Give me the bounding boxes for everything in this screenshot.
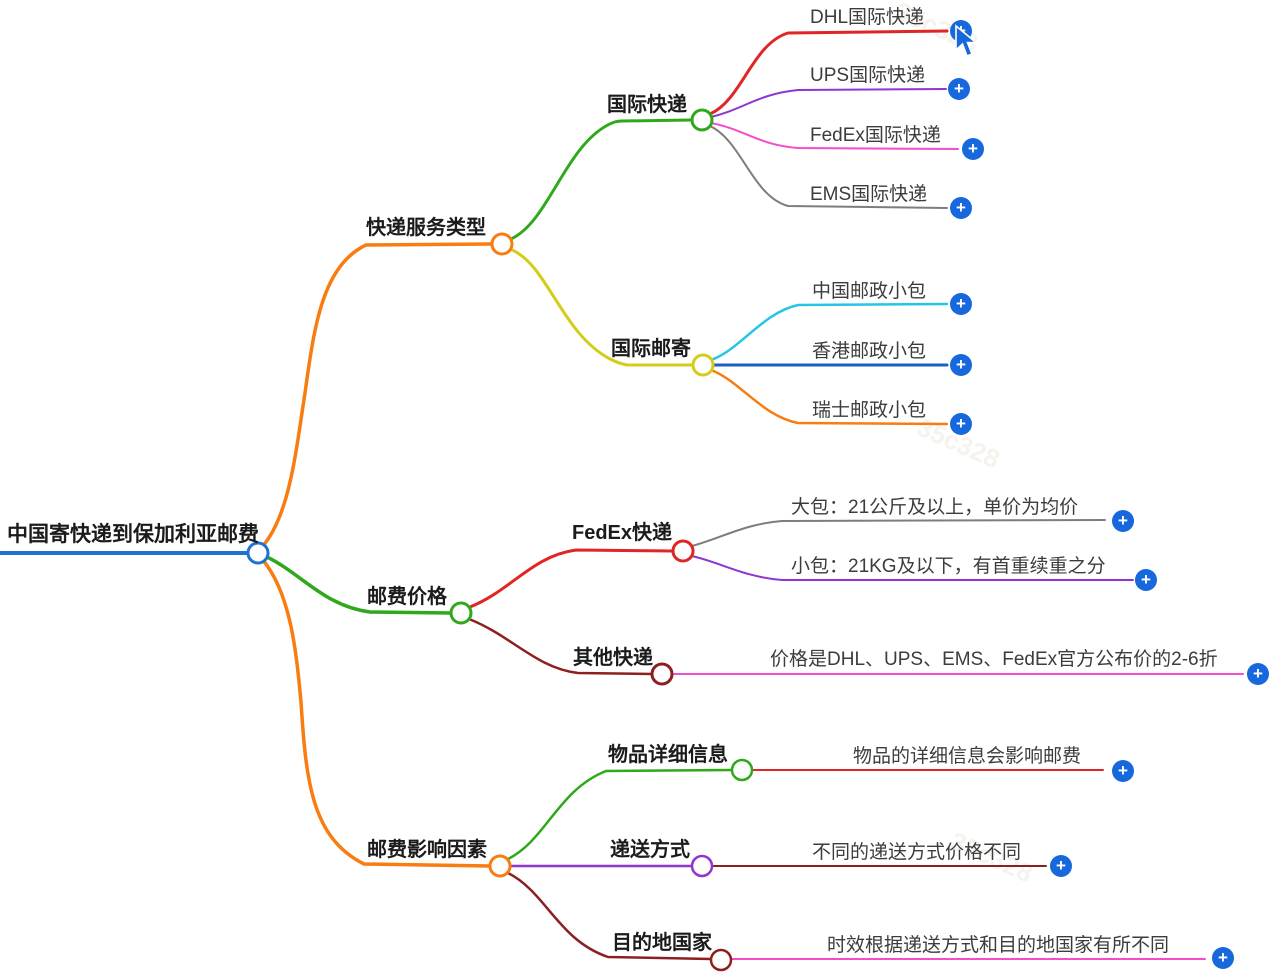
edge-to-small-package [691,555,1134,581]
leaf-hongkong-post-packet[interactable]: 香港邮政小包 [812,341,927,362]
plus-icon: + [956,294,966,313]
node-delivery-method[interactable]: 递送方式 [610,839,690,861]
plus-icon: + [1253,664,1263,683]
edge-to-fedex-express [468,548,675,609]
edge-to-ems [709,125,948,209]
leaf-other-express-discount[interactable]: 价格是DHL、UPS、EMS、FedEx官方公布价的2-6折 [770,649,1218,670]
edge-to-other-express [467,617,654,676]
edge-to-china-post [709,302,949,362]
add-child-button-fedex-intl[interactable]: + [962,138,984,160]
node-dot-fedex-express[interactable] [671,539,695,563]
edge-to-dhl [708,29,949,116]
edge-root-to-factors [260,557,492,868]
node-dot-item-details[interactable] [730,758,754,782]
edge-to-destination [506,871,713,961]
leaf-dhl-intl-express[interactable]: DHL国际快递 [810,7,925,28]
add-child-button-other-express[interactable]: + [1247,663,1269,685]
add-child-button-big-package[interactable]: + [1112,510,1134,532]
plus-icon: + [1141,570,1151,589]
node-dot-intl-mail[interactable] [691,353,715,377]
node-dot-price[interactable] [449,601,473,625]
edge-to-intl-mail [508,247,695,367]
edge-root-to-price [265,555,453,615]
branch-postage-price[interactable]: 邮费价格 [367,586,447,608]
leaf-china-post-packet[interactable]: 中国邮政小包 [812,281,927,302]
mouse-cursor-icon [955,24,979,58]
leaf-ups-intl-express[interactable]: UPS国际快递 [810,65,926,86]
root-node-label[interactable]: 中国寄快递到保加利亚邮费 [7,523,259,546]
plus-icon: + [956,198,966,217]
edge-to-ups [710,88,947,118]
edge-root-to-express-types [260,242,494,549]
leaf-big-package-rule[interactable]: 大包：21公斤及以上，单价为均价 [791,497,1079,518]
node-dot-express-types[interactable] [490,232,514,256]
leaf-small-package-rule[interactable]: 小包：21KG及以下，有首重续重之分 [791,556,1106,577]
add-child-button-delivery-method[interactable]: + [1050,855,1072,877]
leaf-item-details-info[interactable]: 物品的详细信息会影响邮费 [853,746,1082,767]
add-child-button-hk-post[interactable]: + [950,354,972,376]
leaf-destination-time[interactable]: 时效根据递送方式和目的地国家有所不同 [827,935,1170,956]
node-other-express[interactable]: 其他快递 [573,647,653,669]
plus-icon: + [954,79,964,98]
node-intl-express[interactable]: 国际快递 [607,94,687,116]
add-child-button-swiss-post[interactable]: + [950,413,972,435]
node-intl-mail[interactable]: 国际邮寄 [611,338,691,360]
leaf-ems-intl-express[interactable]: EMS国际快递 [810,184,928,205]
node-dot-delivery-method[interactable] [690,854,714,878]
plus-icon: + [956,414,966,433]
branch-express-service-types[interactable]: 快递服务类型 [366,217,486,239]
edge-to-swiss-post [709,368,949,426]
add-child-button-ems[interactable]: + [950,197,972,219]
plus-icon: + [956,355,966,374]
node-dot-intl-express[interactable] [690,108,714,132]
add-child-button-small-package[interactable]: + [1135,569,1157,591]
plus-icon: + [1118,511,1128,530]
plus-icon: + [1056,856,1066,875]
leaf-fedex-intl-express[interactable]: FedEx国际快递 [810,125,941,146]
add-child-button-china-post[interactable]: + [950,293,972,315]
add-child-button-ups[interactable]: + [948,78,970,100]
leaf-delivery-method-price[interactable]: 不同的递送方式价格不同 [812,842,1022,863]
branch-postage-factors[interactable]: 邮费影响因素 [367,839,487,861]
edge-to-item-details [506,768,734,861]
plus-icon: + [1118,761,1128,780]
node-destination-country[interactable]: 目的地国家 [612,932,712,954]
edge-to-intl-express [509,118,694,241]
node-fedex-express[interactable]: FedEx快递 [572,522,673,544]
add-child-button-destination[interactable]: + [1212,947,1234,969]
node-dot-factors[interactable] [488,854,512,878]
node-item-details[interactable]: 物品详细信息 [608,744,728,766]
leaf-swiss-post-packet[interactable]: 瑞士邮政小包 [812,400,927,421]
node-dot-root[interactable] [246,541,270,565]
plus-icon: + [968,139,978,158]
plus-icon: + [1218,948,1228,967]
node-dot-destination[interactable] [709,948,733,972]
add-child-button-item-details[interactable]: + [1112,760,1134,782]
edge-to-big-package [691,519,1106,547]
edge-to-fedex-intl [710,122,959,150]
node-dot-other-express[interactable] [650,662,674,686]
